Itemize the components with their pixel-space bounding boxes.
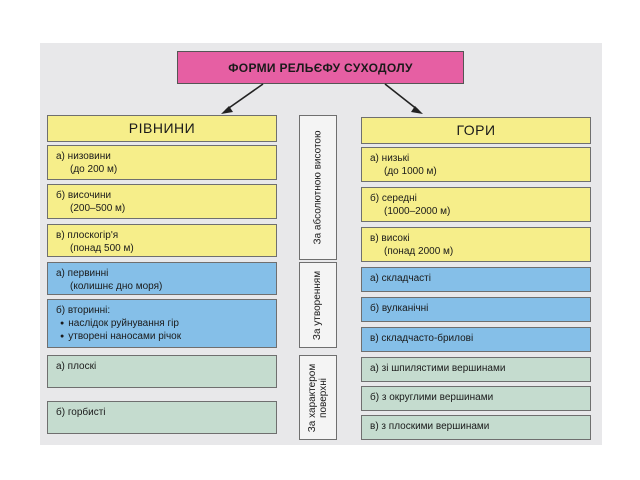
plains-secondary: б) вторинні: наслідок руйнування гір утв… bbox=[47, 299, 277, 348]
mountains-volcanic: б) вулканічні bbox=[361, 297, 591, 322]
criterion-height-label: За абсолютною висотою bbox=[299, 115, 337, 260]
mountains-low: а) низькі (до 1000 м) bbox=[361, 147, 591, 182]
mountains-high: в) високі (понад 2000 м) bbox=[361, 227, 591, 262]
plains-origin-item-note: (колишнє дно моря) bbox=[70, 281, 163, 292]
mountains-flat-topped: в) з плоскими вершинами bbox=[361, 415, 591, 440]
plains-height-item-label: б) височини bbox=[56, 190, 112, 201]
mountains-height-item-range: (1000–2000 м) bbox=[384, 206, 451, 217]
mountains-medium: б) середні (1000–2000 м) bbox=[361, 187, 591, 222]
arrow-to-plains bbox=[225, 83, 264, 111]
criterion-surface-line: За характером bbox=[307, 363, 318, 432]
plains-height-item-label: в) плоскогір'я bbox=[56, 230, 119, 241]
diagram-title: ФОРМИ РЕЛЬЄФУ СУХОДОЛУ bbox=[177, 51, 464, 84]
plains-heading: РІВНИНИ bbox=[47, 115, 277, 142]
mountains-surface-item-label: а) зі шпилястими вершинами bbox=[370, 363, 506, 374]
mountains-surface-item-label: в) з плоскими вершинами bbox=[370, 421, 490, 432]
mountains-rounded: б) з округлими вершинами bbox=[361, 386, 591, 411]
mountains-origin-item-label: б) вулканічні bbox=[370, 303, 429, 314]
plains-height-item-label: а) низовини bbox=[56, 151, 111, 162]
mountains-height-item-range: (до 1000 м) bbox=[384, 166, 437, 177]
plains-height-item-range: (200–500 м) bbox=[70, 203, 126, 214]
plains-surface-item-label: а) плоскі bbox=[56, 361, 97, 372]
mountains-origin-item-label: а) складчасті bbox=[370, 273, 431, 284]
plains-origin-item-label: б) вторинні: bbox=[56, 305, 111, 316]
criterion-origin-label: За утворенням bbox=[299, 262, 337, 348]
arrow-head-plains bbox=[221, 106, 233, 114]
plains-flat: а) плоскі bbox=[47, 355, 277, 388]
mountains-origin-item-label: в) складчасто-брилові bbox=[370, 333, 474, 344]
plains-height-item-range: (до 200 м) bbox=[70, 164, 118, 175]
mountains-height-item-label: б) середні bbox=[370, 193, 417, 204]
mountains-fold-block: в) складчасто-брилові bbox=[361, 327, 591, 352]
plains-hilly: б) горбисті bbox=[47, 401, 277, 434]
criterion-origin-text: За утворенням bbox=[312, 270, 324, 340]
mountains-height-item-range: (понад 2000 м) bbox=[384, 246, 454, 257]
mountains-heading: ГОРИ bbox=[361, 117, 591, 144]
plains-surface-item-label: б) горбисті bbox=[56, 407, 106, 418]
plains-lowlands: а) низовини (до 200 м) bbox=[47, 145, 277, 180]
mountains-folded: а) складчасті bbox=[361, 267, 591, 292]
criterion-surface-line: поверхні bbox=[318, 377, 329, 418]
plains-height-item-range: (понад 500 м) bbox=[70, 243, 134, 254]
plains-uplands: б) височини (200–500 м) bbox=[47, 184, 277, 219]
plains-origin-bullet: утворені наносами річок bbox=[56, 330, 268, 343]
arrow-head-mountains bbox=[411, 106, 423, 114]
mountains-surface-item-label: б) з округлими вершинами bbox=[370, 392, 494, 403]
criterion-height-text: За абсолютною висотою bbox=[312, 130, 324, 245]
plains-origin-item-label: а) первинні bbox=[56, 268, 109, 279]
arrow-to-mountains bbox=[384, 83, 419, 111]
mountains-height-item-label: а) низькі bbox=[370, 153, 410, 164]
plains-primary: а) первинні (колишнє дно моря) bbox=[47, 262, 277, 295]
plains-origin-bullet: наслідок руйнування гір bbox=[56, 317, 268, 330]
mountains-height-item-label: в) високі bbox=[370, 233, 410, 244]
mountains-peaked: а) зі шпилястими вершинами bbox=[361, 357, 591, 382]
plains-plateaus: в) плоскогір'я (понад 500 м) bbox=[47, 224, 277, 257]
